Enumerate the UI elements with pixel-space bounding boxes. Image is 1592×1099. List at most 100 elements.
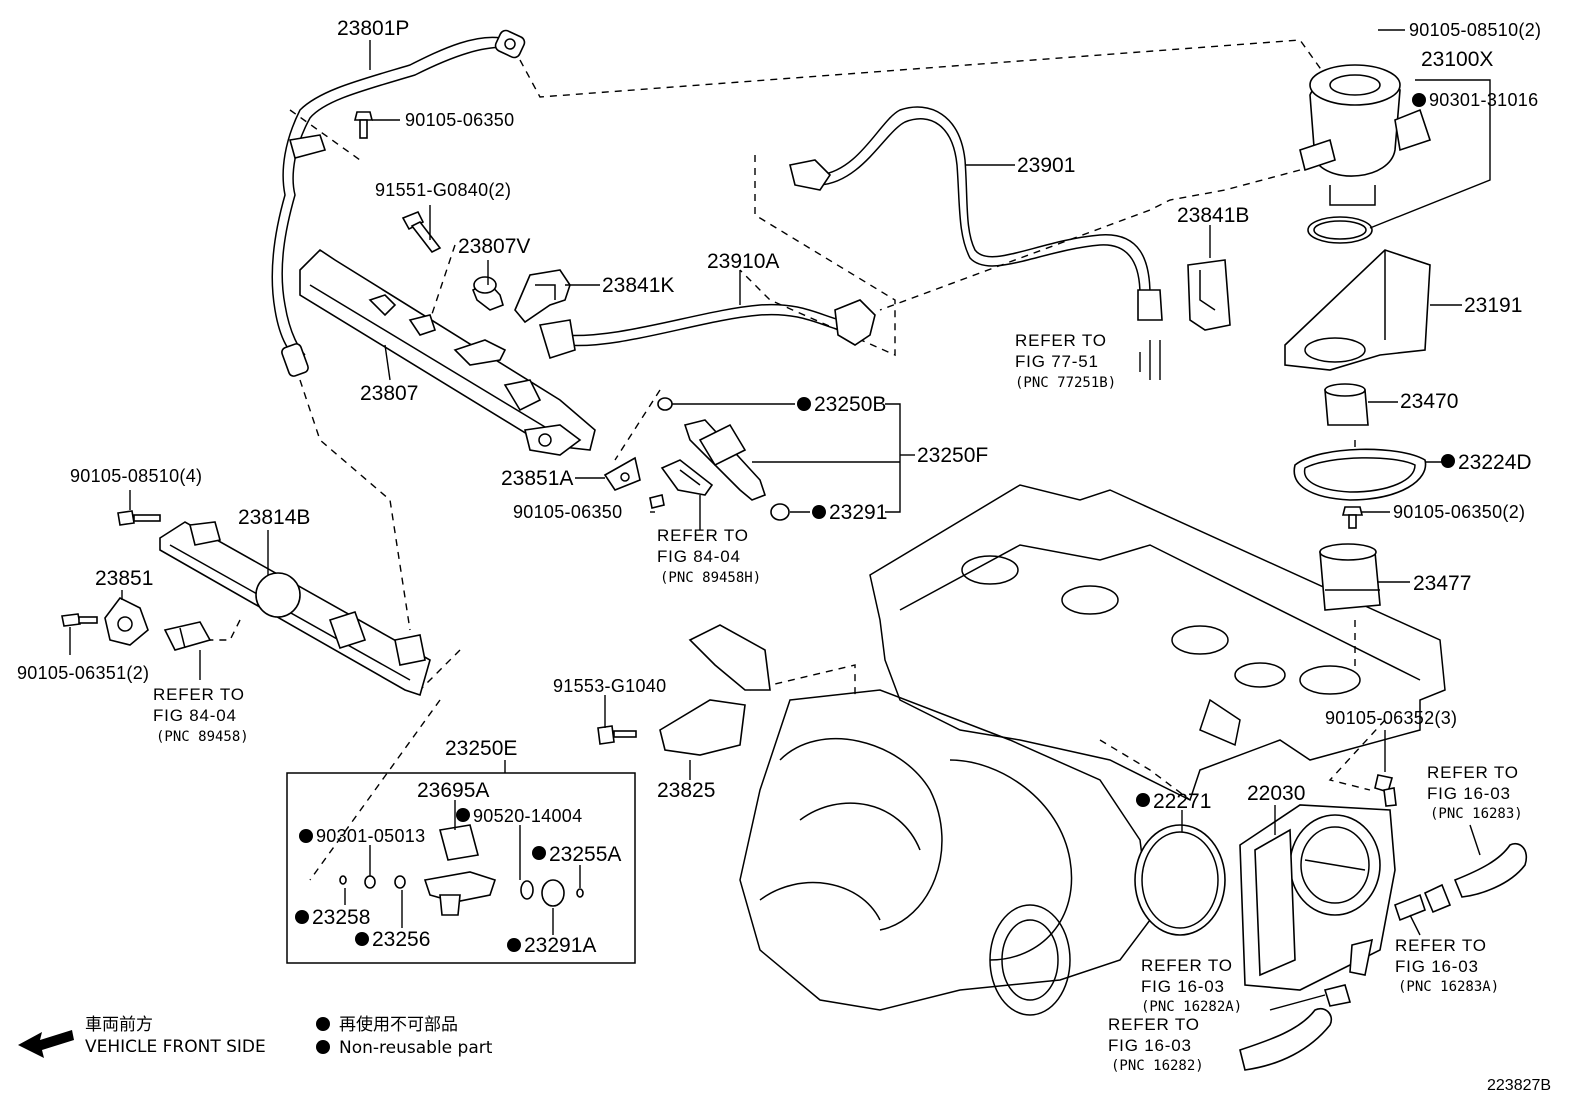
label-23851: 23851 (95, 567, 153, 590)
label-91553-G1040: 91553-G1040 (553, 676, 666, 696)
oring-90301-31016[interactable] (1307, 216, 1373, 244)
gasket-22271[interactable] (1134, 824, 1226, 936)
assembly-dash-lines (170, 39, 1386, 881)
ref-16282-line2: FIG 16-03 (1108, 1036, 1192, 1055)
bolt-90105-06350-top[interactable] (353, 111, 374, 139)
nonreusable-markers (295, 93, 1455, 952)
engine-block (739, 484, 1446, 1016)
ref-84-04-h-line3: (PNC 89458H) (660, 570, 761, 586)
label-23250B: 23250B (814, 393, 886, 416)
clip-23841B[interactable] (1187, 259, 1231, 331)
lifter-23470[interactable] (1324, 383, 1369, 426)
bolt-90105-06350-pump[interactable] (1341, 506, 1364, 529)
label-23224D: 23224D (1458, 451, 1532, 474)
leader-lines (69, 29, 1491, 1011)
ref-16-03-16282[interactable]: REFER TO FIG 16-03 (PNC 16282) (1108, 1015, 1204, 1074)
hose-16283[interactable] (1423, 843, 1528, 914)
clamp-23851A[interactable] (603, 456, 641, 491)
gasket-23291[interactable] (770, 503, 790, 521)
ref-16283-line3: (PNC 16283) (1430, 806, 1523, 822)
hose-16282[interactable] (1239, 1007, 1333, 1071)
fuel-pump-23100X[interactable] (1299, 64, 1432, 206)
fuel-rail-23814B[interactable] (159, 521, 431, 697)
injector-23250F[interactable] (683, 419, 767, 501)
ref-16282A-line2: FIG 16-03 (1141, 977, 1225, 996)
ref-77-51-line3: (PNC 77251B) (1015, 375, 1116, 391)
ref-84-04-line2: FIG 84-04 (153, 706, 237, 725)
housing-23477[interactable] (1319, 543, 1381, 611)
label-90105-06350-clamp: 90105-06350 (513, 502, 622, 522)
nonreusable-dot-icon-2 (316, 1040, 330, 1054)
label-90105-06350-top: 90105-06350 (405, 110, 514, 130)
spacer-23807V[interactable] (471, 276, 504, 311)
label-23291A: 23291A (524, 934, 596, 957)
fuel-hose-23901[interactable] (789, 106, 1163, 321)
label-23255A: 23255A (549, 843, 621, 866)
label-90105-06351: 90105-06351(2) (17, 663, 149, 683)
sensor-89458[interactable] (163, 621, 212, 651)
label-23191: 23191 (1464, 294, 1522, 317)
front-arrow-icon (18, 1030, 74, 1058)
insulator-23825[interactable] (659, 624, 771, 756)
hose-16282A[interactable] (1323, 984, 1352, 1007)
label-90105-06352: 90105-06352(3) (1325, 708, 1457, 728)
label-23695A: 23695A (417, 779, 489, 802)
bolt-90105-08510-4[interactable] (117, 510, 161, 526)
ref-16-03-16282A[interactable]: REFER TO FIG 16-03 (PNC 16282A) (1141, 956, 1242, 1015)
ref-16283A-line1: REFER TO (1395, 936, 1487, 955)
ref-16282A-line1: REFER TO (1141, 956, 1233, 975)
label-23100X: 23100X (1421, 48, 1493, 71)
ref-77-51-line1: REFER TO (1015, 331, 1107, 350)
kit-box-23250E (286, 772, 636, 964)
label-23250E: 23250E (445, 737, 517, 760)
label-90105-06350-2: 90105-06350(2) (1393, 502, 1525, 522)
label-22030: 22030 (1247, 782, 1305, 805)
ref-84-04[interactable]: REFER TO FIG 84-04 (PNC 89458) (153, 685, 249, 745)
ref-16-03-16283A[interactable]: REFER TO FIG 16-03 (PNC 16283A) (1395, 936, 1499, 995)
clamp-23851[interactable] (104, 596, 149, 646)
sensor-89458H[interactable] (660, 459, 714, 496)
ref-77-51-line2: FIG 77-51 (1015, 352, 1099, 371)
fuel-pipe-23801P[interactable] (271, 29, 526, 378)
ref-84-04-h[interactable]: REFER TO FIG 84-04 (PNC 89458H) (657, 526, 761, 586)
ref-16283-line1: REFER TO (1427, 763, 1519, 782)
label-23901: 23901 (1017, 154, 1075, 177)
ref-84-04-h-line2: FIG 84-04 (657, 547, 741, 566)
kit-contents[interactable] (339, 824, 584, 916)
bracket-23191[interactable] (1284, 249, 1431, 371)
hose-16283A[interactable] (1349, 893, 1426, 976)
bolt-90105-06352[interactable] (1374, 774, 1397, 807)
fuel-rail-23807[interactable] (299, 248, 596, 456)
ref-77-51[interactable]: REFER TO FIG 77-51 (PNC 77251B) (1015, 331, 1116, 391)
bolt-91551-G0840[interactable] (401, 210, 442, 254)
label-23841B: 23841B (1177, 204, 1249, 227)
ref-84-04-line1: REFER TO (153, 685, 245, 704)
legend-nonreuse-jp: 再使用不可部品 (339, 1014, 458, 1035)
label-22271: 22271 (1153, 790, 1211, 813)
label-23807V: 23807V (458, 235, 530, 258)
bolt-90105-06350-clamp[interactable] (649, 494, 665, 509)
label-23801P: 23801P (337, 17, 409, 40)
clip-23841K[interactable] (514, 269, 571, 324)
label-23910A: 23910A (707, 250, 779, 273)
ref-16-03-16283[interactable]: REFER TO FIG 16-03 (PNC 16283) (1427, 763, 1523, 822)
ref-16282A-line3: (PNC 16282A) (1141, 999, 1242, 1015)
label-23814B: 23814B (238, 506, 310, 529)
label-23470: 23470 (1400, 390, 1458, 413)
throttle-body-22030[interactable] (1239, 804, 1396, 991)
gasket-23224D[interactable] (1293, 448, 1427, 501)
label-90105-08510-4: 90105-08510(4) (70, 466, 202, 486)
fuel-hose-23910A[interactable] (538, 299, 876, 360)
label-23807: 23807 (360, 382, 418, 405)
label-23291: 23291 (829, 501, 887, 524)
bolt-91553-G1040[interactable] (597, 725, 637, 745)
bolt-90105-06351[interactable] (61, 613, 98, 627)
legend-front-en: VEHICLE FRONT SIDE (85, 1037, 266, 1057)
ref-16283A-line2: FIG 16-03 (1395, 957, 1479, 976)
oring-23250B[interactable] (657, 397, 673, 411)
legend: 車両前方 VEHICLE FRONT SIDE 再使用不可部品 Non-reus… (18, 1014, 493, 1058)
label-23256: 23256 (372, 928, 430, 951)
label-23258: 23258 (312, 906, 370, 929)
nonreusable-dot-icon (316, 1017, 330, 1031)
